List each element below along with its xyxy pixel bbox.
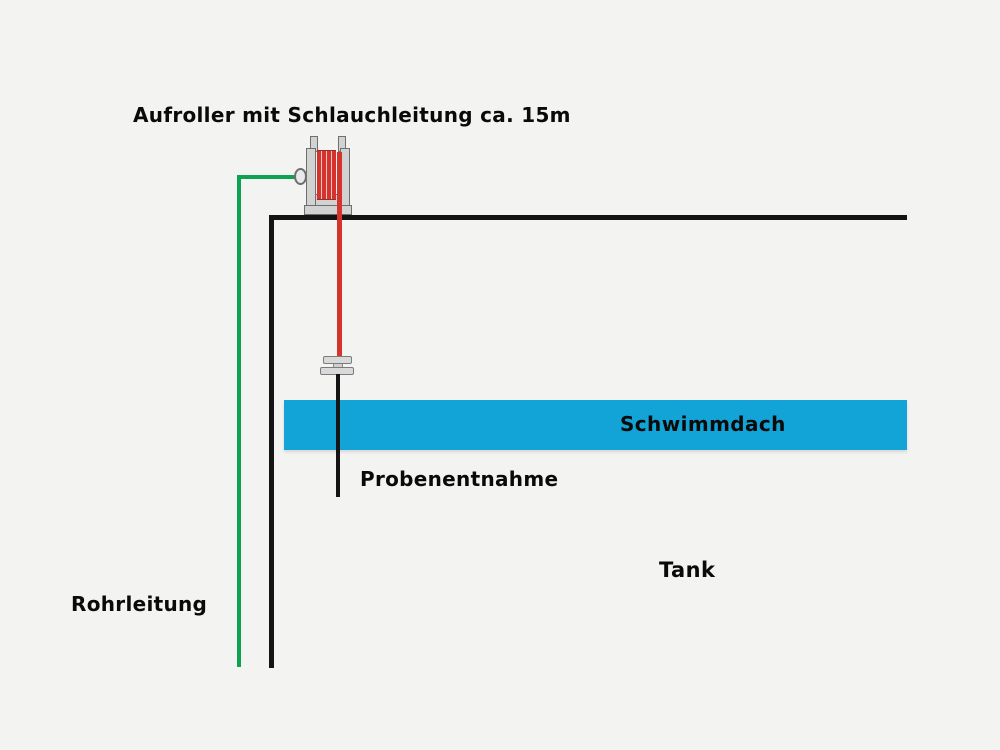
- tank-top-line: [269, 215, 907, 220]
- diagram-title: Aufroller mit Schlauchleitung ca. 15m: [133, 103, 571, 127]
- reel-pipe-connector: [294, 168, 307, 185]
- tank-label: Tank: [659, 558, 716, 582]
- floating-roof-bar: [284, 400, 907, 450]
- hose-line: [337, 152, 342, 357]
- pipeline-horizontal-segment: [237, 175, 299, 179]
- pipeline-label: Rohrleitung: [71, 592, 208, 616]
- sample-line: [336, 374, 340, 497]
- sampling-label: Probenentnahme: [360, 467, 559, 491]
- tank-left-wall: [269, 215, 274, 668]
- pipeline-vertical-segment: [237, 175, 241, 667]
- sampler-flange-top: [323, 356, 352, 364]
- reel-hose-coil: [317, 150, 336, 200]
- reel-side-plate-left: [306, 148, 316, 208]
- floating-roof-label: Schwimmdach: [620, 412, 786, 436]
- reel-base: [304, 205, 352, 215]
